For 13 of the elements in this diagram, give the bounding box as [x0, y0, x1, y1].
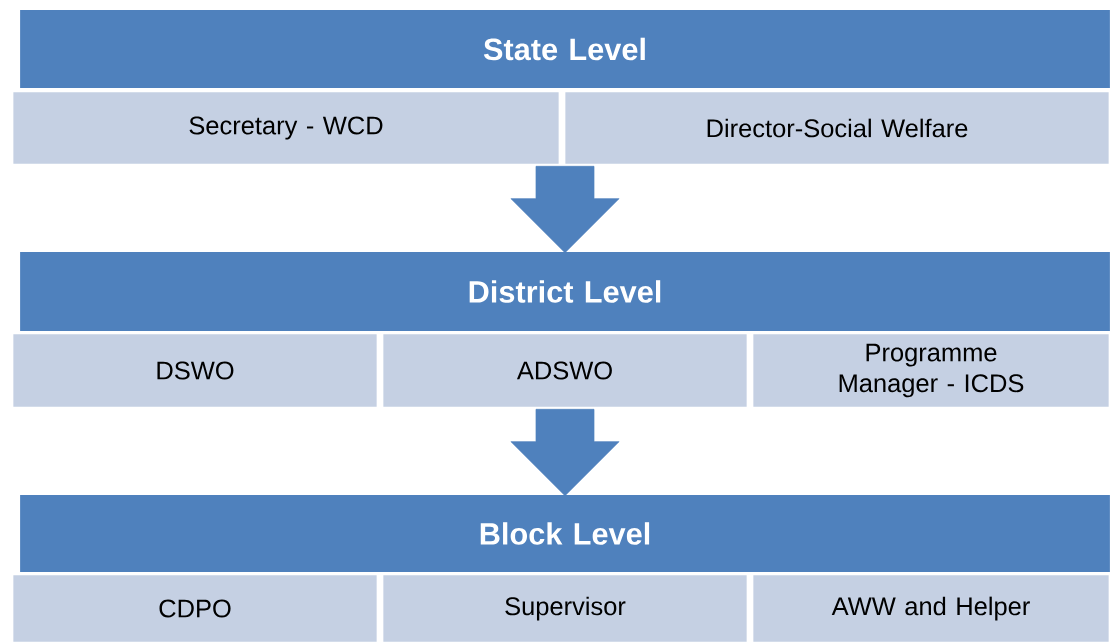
role-box: ADSWO: [380, 331, 750, 410]
role-box: Secretary - WCD: [10, 89, 562, 167]
level-header-band: District Level: [20, 252, 1110, 331]
block-arrow: [510, 408, 620, 496]
role-box: Director-Social Welfare: [562, 89, 1110, 167]
role-box: AWW and Helper: [750, 572, 1110, 643]
role-box: Programme Manager - ICDS: [750, 331, 1110, 410]
role-box: DSWO: [10, 331, 380, 410]
block-arrow: [510, 165, 620, 253]
level-header-band: Block Level: [20, 495, 1110, 572]
level-header-band: State Level: [20, 10, 1110, 88]
role-box: CDPO: [10, 572, 380, 643]
role-box: Supervisor: [380, 572, 750, 643]
